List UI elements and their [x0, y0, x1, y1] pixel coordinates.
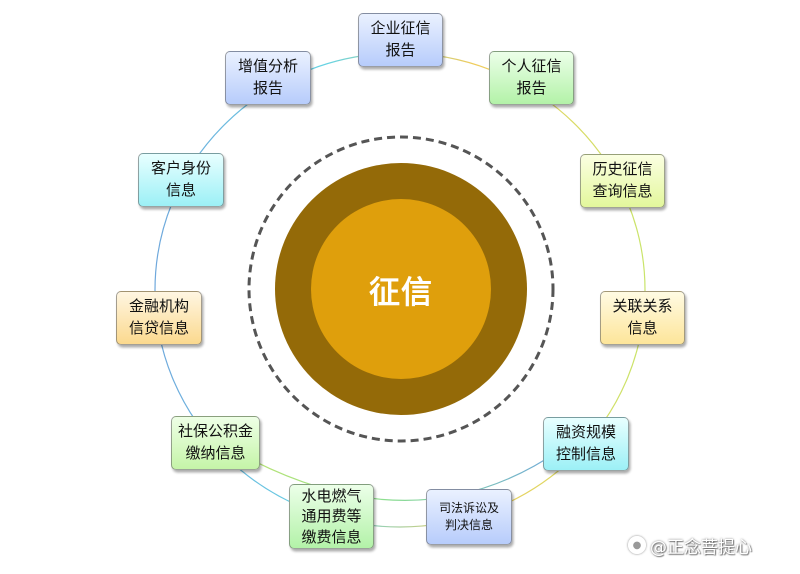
node-enterprise-credit-report[interactable]: 企业征信 报告 — [358, 13, 443, 67]
watermark: ● @正念菩提心 — [628, 533, 793, 558]
node-related-party-info[interactable]: 关联关系 信息 — [600, 291, 685, 345]
chat-bubble-icon: ● — [628, 536, 646, 554]
center-label: 征信 — [369, 274, 433, 311]
node-social-security-fund-info[interactable]: 社保公积金 缴纳信息 — [171, 416, 260, 470]
dashed-boundary-circle — [247, 135, 555, 443]
watermark-text: @正念菩提心 — [650, 537, 752, 558]
node-financial-institution-loan-info[interactable]: 金融机构 信贷信息 — [116, 291, 202, 345]
node-value-added-analysis-report[interactable]: 增值分析 报告 — [225, 51, 311, 105]
node-personal-credit-report[interactable]: 个人征信 报告 — [489, 51, 574, 105]
center-inner-circle — [311, 199, 491, 379]
node-credit-query-history[interactable]: 历史征信 查询信息 — [580, 154, 665, 208]
node-financing-scale-info[interactable]: 融资规模 控制信息 — [543, 417, 629, 471]
node-customer-identity-info[interactable]: 客户身份 信息 — [138, 153, 224, 207]
node-judicial-litigation-info[interactable]: 司法诉讼及 判决信息 — [426, 489, 512, 545]
node-utility-payment-info[interactable]: 水电燃气 通用费等 缴费信息 — [289, 484, 374, 549]
